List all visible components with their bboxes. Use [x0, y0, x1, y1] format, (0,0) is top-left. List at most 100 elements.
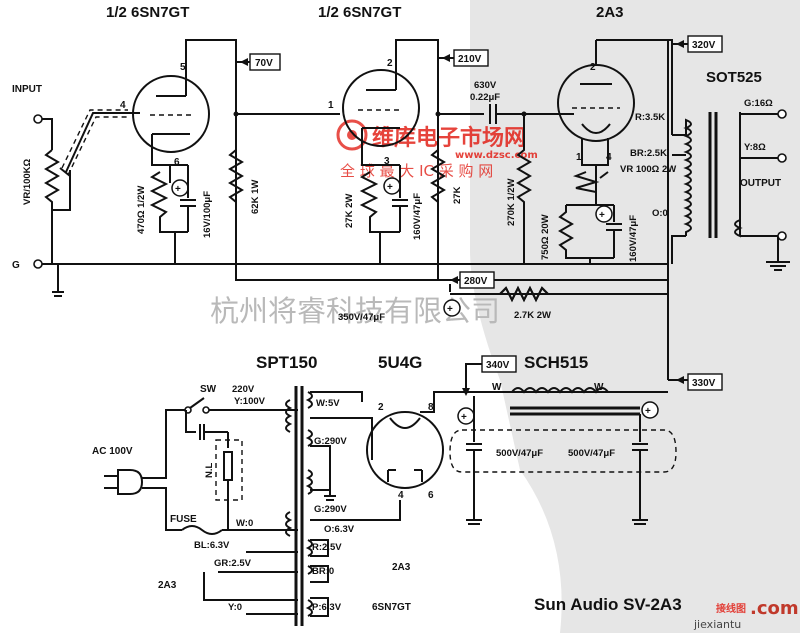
rect-pin-4: 4 — [398, 490, 404, 501]
c500b-label: 500V/47μF — [568, 448, 615, 459]
r27k-label: 27K — [452, 186, 463, 204]
watermark-site-cn: 维库电子市场网 — [372, 125, 526, 151]
choke-title: SCH515 — [524, 353, 588, 372]
tap-y8: Y:8Ω — [744, 142, 766, 153]
primary-y100: Y:100V — [234, 396, 266, 407]
r27k2w-label: 27K 2W — [344, 194, 355, 228]
c16v-label: 16V/100μF — [202, 191, 213, 238]
primary-220: 220V — [232, 384, 255, 395]
v1-voltage: 70V — [255, 58, 273, 69]
heater-2a3-left: 2A3 — [158, 580, 177, 591]
rect-pin-2: 2 — [378, 402, 384, 413]
resistor-27k-2w — [359, 171, 400, 233]
b280-voltage: 280V — [464, 276, 488, 287]
resistor-470 — [149, 171, 188, 233]
cathode-cap-v2: + — [383, 177, 401, 195]
v2-pin-cathode: 3 — [384, 156, 390, 167]
footer-dom: .com — [750, 598, 799, 619]
watermark-site-url: www.dzsc.com — [455, 150, 538, 161]
svg-text:+: + — [387, 182, 393, 193]
primary-y0: Y:0 — [228, 602, 242, 613]
coupling-cap — [438, 104, 574, 124]
tube-v3-title: 2A3 — [596, 4, 624, 21]
v2-pin-grid: 1 — [328, 100, 334, 111]
vr100-label: VR 100Ω 2W — [620, 164, 676, 175]
rect-pin-6: 6 — [428, 490, 434, 501]
output-transformer-title: SOT525 — [706, 69, 762, 86]
b330-voltage: 330V — [692, 378, 716, 389]
output-transformer — [672, 112, 743, 238]
ac-plug-icon — [104, 469, 144, 495]
rectifier-tube — [366, 411, 444, 489]
c160v1-label: 160V/47μF — [412, 193, 423, 240]
rectifier-title: 5U4G — [378, 353, 422, 372]
nl-label: N.L — [204, 463, 215, 479]
vr-label: VR/100KΩ — [22, 158, 33, 205]
svg-text:+: + — [461, 412, 467, 423]
noise-filter — [215, 439, 243, 501]
heater-6sn7: 6SN7GT — [372, 602, 411, 613]
c500a-label: 500V/47μF — [496, 448, 543, 459]
v1-voltage-tag — [249, 53, 281, 71]
watermark-site-cn2: 全 球 最 大 IC 采 购 网 — [340, 162, 493, 180]
output-8-terminal[interactable] — [777, 153, 787, 163]
v1-pin-grid: 4 — [120, 100, 126, 111]
hum-pot[interactable] — [572, 165, 600, 205]
volume-potentiometer[interactable] — [44, 149, 60, 264]
filter-cap-2: + — [641, 401, 659, 419]
svg-text:+: + — [599, 210, 605, 221]
input-terminal[interactable] — [33, 114, 43, 124]
c350v-label: 350V/47μF — [338, 312, 385, 323]
power-transformer-title: SPT150 — [256, 353, 317, 372]
footer-url: jiexiantu — [693, 618, 741, 631]
v3-pin-f: 1 — [576, 152, 582, 163]
ground-label: G — [12, 260, 20, 271]
v3-pin-plate: 2 — [590, 62, 596, 73]
shielded-wire — [61, 109, 128, 169]
b280-tag — [459, 271, 495, 289]
tube-v1-title: 1/2 6SN7GT — [106, 4, 189, 21]
c160v2-label: 160V/47μF — [628, 215, 639, 262]
r62k-label: 62K 1W — [250, 180, 261, 214]
ground-terminal[interactable] — [33, 259, 43, 269]
tap-o0: O:0 — [652, 208, 668, 219]
c630v-label: 630V — [474, 80, 497, 91]
c022-label: 0.22μF — [470, 92, 500, 103]
b340-voltage: 340V — [486, 360, 510, 371]
tube-v2 — [342, 69, 420, 150]
sec-g290b: G:290V — [314, 504, 347, 515]
fuse — [181, 525, 223, 535]
b330-tag — [687, 373, 723, 391]
choke — [510, 387, 640, 416]
v2-pin-plate: 2 — [387, 58, 393, 69]
tap-br25: BR:2.5K — [630, 148, 667, 159]
sec-g290a: G:290V — [314, 436, 347, 447]
resistor-62k — [228, 149, 244, 203]
input-label: INPUT — [12, 84, 42, 95]
sec-br0: BR:0 — [312, 566, 334, 577]
r2k7-label: 2.7K 2W — [514, 310, 551, 321]
output-16-terminal[interactable] — [777, 109, 787, 119]
fuse-label: FUSE — [170, 514, 197, 525]
tap-r35: R:3.5K — [635, 112, 665, 123]
tube-v3 — [557, 40, 635, 142]
primary-w0: W:0 — [236, 518, 253, 529]
output-label: OUTPUT — [740, 178, 781, 189]
power-switch[interactable] — [189, 397, 205, 409]
power-transformer — [285, 386, 313, 626]
cathode-cap-v1: + — [171, 179, 189, 197]
v2-voltage-tag — [453, 49, 489, 67]
switch-label: SW — [200, 384, 217, 395]
diagram-title: Sun Audio SV-2A3 — [534, 595, 682, 614]
v1-pin-cathode: 6 — [174, 157, 180, 168]
output-0-terminal[interactable] — [777, 231, 787, 241]
svg-text:+: + — [645, 406, 651, 417]
footer-cn: 接线图 — [716, 602, 746, 615]
v3-voltage-tag — [687, 35, 723, 53]
cap-350v: + — [443, 299, 461, 317]
resistor-750 — [558, 205, 614, 259]
watermark-site-logo — [336, 119, 368, 151]
tube-v1 — [132, 75, 210, 153]
primary-gr25: GR:2.5V — [214, 558, 252, 569]
